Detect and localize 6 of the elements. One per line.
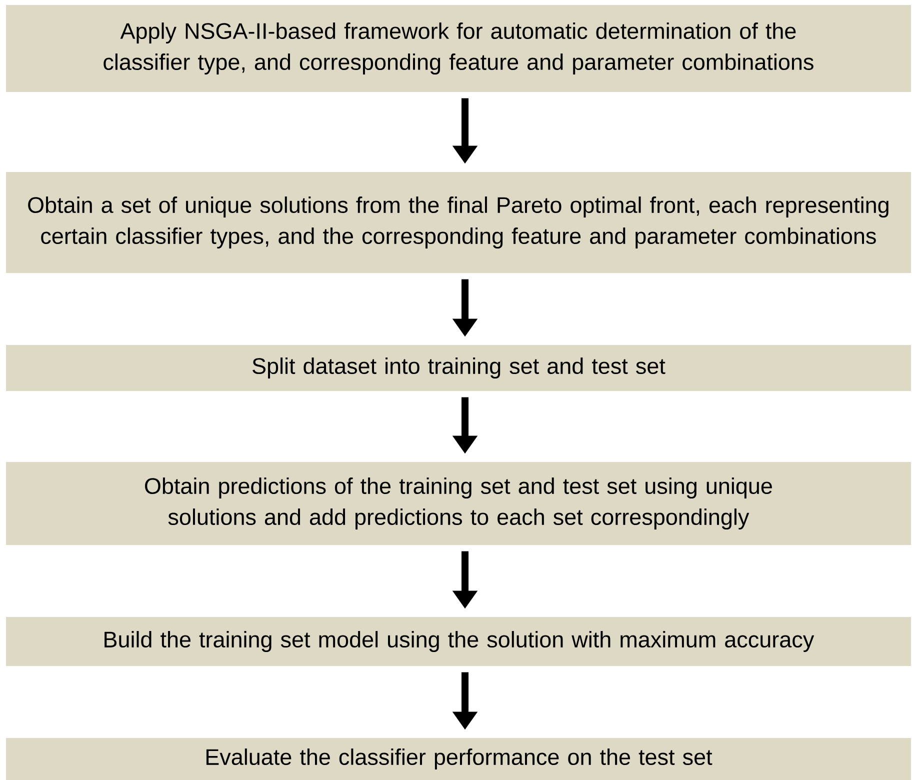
process-box: Obtain a set of unique solutions from the final Pareto optimal front, each representing certain classifier types, and the corresponding feature and parameter combinations [6, 172, 911, 273]
process-box: Split dataset into training set and test set [6, 345, 911, 391]
process-box: Apply NSGA-II-based framework for automatic determination of the classifier type, and corresponding feature and parameter combinations [6, 5, 911, 92]
process-box: Obtain predictions of the training set and test set using unique solutions and add predictions to each set correspondingly [6, 462, 911, 545]
process-box: Build the training set model using the solution with maximum accuracy [6, 617, 911, 666]
process-box: Evaluate the classifier performance on the test set [6, 738, 911, 780]
